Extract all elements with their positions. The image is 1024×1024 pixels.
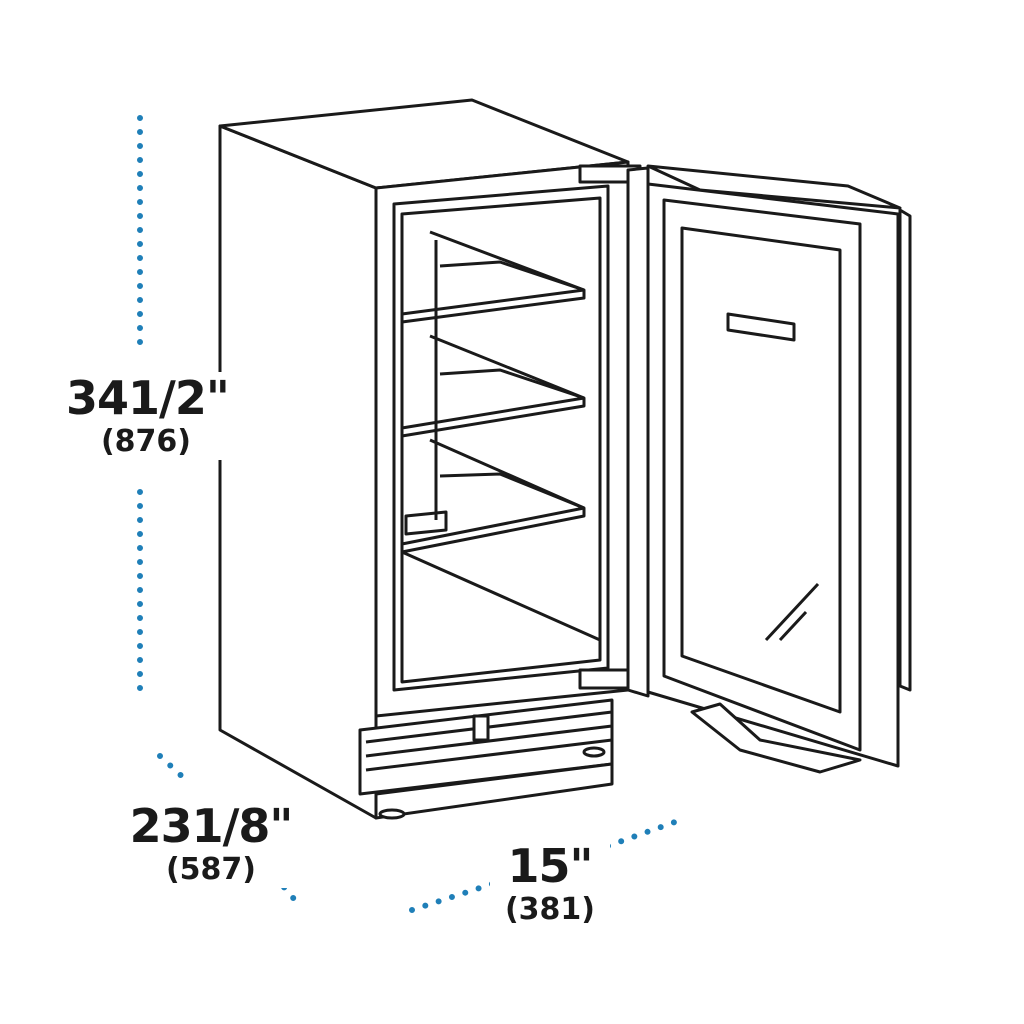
- height-dimension: 341/2" (876): [66, 371, 230, 460]
- shelf-3: [400, 506, 586, 554]
- shelf-1-brace: [439, 260, 585, 292]
- grille-and-hinges: [365, 164, 642, 820]
- width-dimension: 15" (381): [490, 840, 610, 928]
- width-metric: (381): [504, 892, 596, 927]
- shelf-1: [400, 288, 586, 324]
- base: [374, 762, 614, 820]
- foot-right: [582, 746, 606, 758]
- door-edge: [626, 166, 650, 698]
- foot-left: [378, 808, 406, 820]
- door-side: [898, 208, 912, 692]
- rear-bin: [404, 510, 448, 536]
- door-bottom-hinge: [690, 702, 862, 774]
- grille-clip: [472, 714, 490, 742]
- glare-1: [764, 582, 820, 642]
- height-metric: (876): [100, 424, 192, 459]
- shelf-2-side: [429, 334, 585, 400]
- door-top: [646, 164, 902, 210]
- inner-liner: [400, 196, 602, 684]
- grille-line-3: [365, 738, 613, 772]
- door-glass: [680, 226, 842, 714]
- floor-line: [401, 550, 601, 642]
- shelf-2: [400, 396, 586, 438]
- shelves: [400, 230, 601, 642]
- height-imperial: 341/2": [66, 371, 230, 425]
- width-imperial: 15": [507, 839, 594, 893]
- depth-dimension: 231/8" (587): [116, 800, 306, 888]
- depth-guide-upper: [157, 753, 191, 785]
- depth-imperial: 231/8": [129, 799, 294, 853]
- depth-metric: (587): [165, 852, 257, 887]
- shelf-2-brace: [439, 368, 585, 400]
- cabinet-side: [218, 124, 378, 820]
- refrigerator-body: [218, 98, 630, 820]
- glare-2: [778, 610, 808, 642]
- open-door: [626, 164, 912, 774]
- shelf-3-brace: [439, 472, 585, 510]
- glass-logo: [726, 312, 796, 342]
- width-guide-left: [409, 881, 495, 913]
- width-guide-right: [605, 815, 689, 849]
